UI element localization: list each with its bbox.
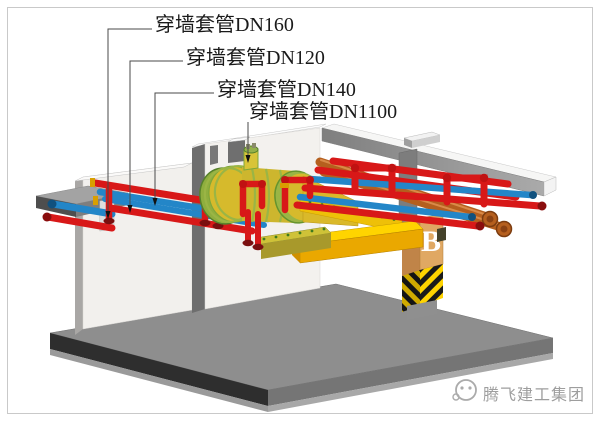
pipe-bundle: [239, 157, 547, 251]
label-sleeve-dn1100: 穿墙套管DN1100: [249, 101, 398, 123]
border-frame: [7, 7, 593, 414]
label-sleeve-dn140: 穿墙套管DN140: [217, 79, 356, 101]
annotation-leaders: [105, 28, 251, 219]
lower-cable-tray: [254, 226, 332, 259]
watermark-logo-icon: [452, 379, 477, 401]
column-sign-b: B: [421, 225, 441, 258]
label-sleeve-dn160: 穿墙套管DN160: [155, 14, 294, 36]
label-sleeve-dn120: 穿墙套管DN120: [186, 47, 325, 69]
watermark-text: 腾飞建工集团: [483, 387, 586, 404]
hazard-stripes-right: [420, 264, 443, 306]
hazard-stripes-left: [402, 270, 420, 312]
